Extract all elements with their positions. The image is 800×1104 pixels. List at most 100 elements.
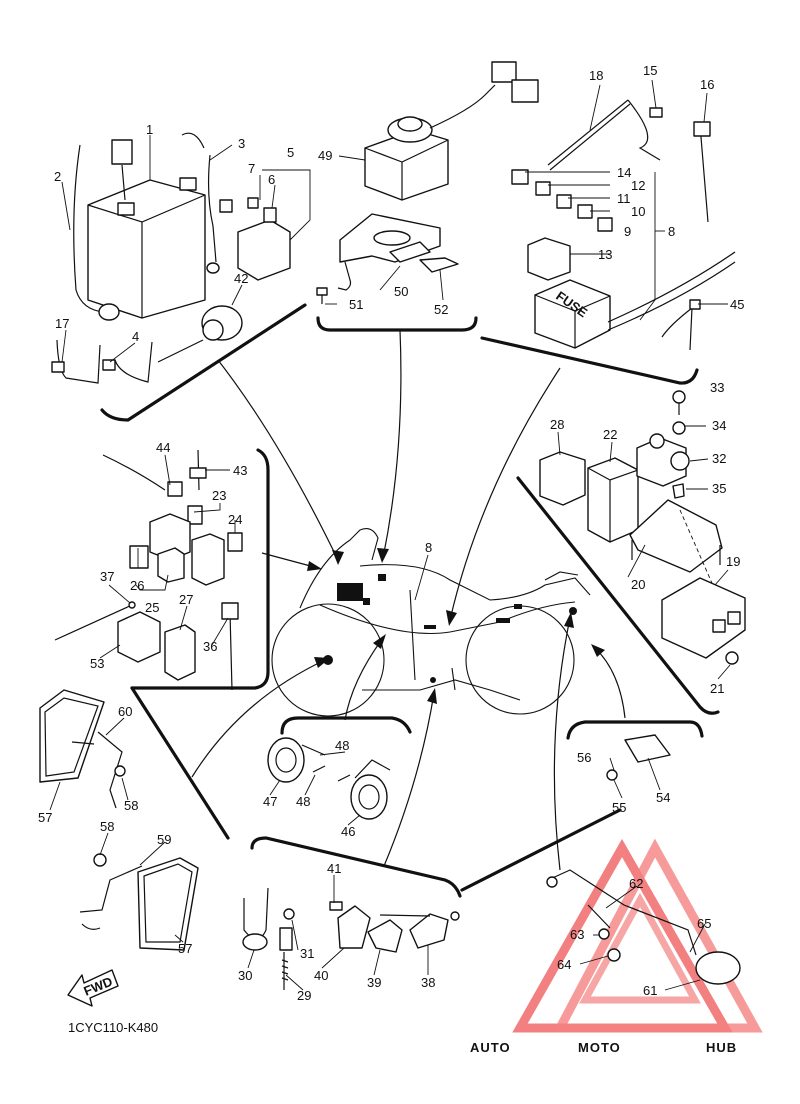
callout-35: 35: [712, 481, 726, 496]
callout-34: 34: [712, 418, 726, 433]
callout-18: 18: [589, 68, 603, 83]
callout-57-lower: 57: [178, 941, 192, 956]
callout-17: 17: [55, 316, 69, 331]
callout-4: 4: [132, 329, 139, 344]
rear-reflector-group: [546, 734, 741, 985]
section-bracket-bottom-center: [250, 836, 462, 898]
callout-39: 39: [367, 975, 381, 990]
leader-lines: [49, 79, 731, 991]
callout-19: 19: [726, 554, 740, 569]
callout-22: 22: [603, 427, 617, 442]
fwd-arrow-icon: FWD: [67, 969, 119, 1007]
callout-65: 65: [697, 916, 711, 931]
callout-23: 23: [212, 488, 226, 503]
callout-56: 56: [577, 750, 591, 765]
callout-59: 59: [157, 832, 171, 847]
callout-38: 38: [421, 975, 435, 990]
callout-54: 54: [656, 790, 670, 805]
callout-13: 13: [598, 247, 612, 262]
callout-33: 33: [710, 380, 724, 395]
callout-30: 30: [238, 968, 252, 983]
callout-57-upper: 57: [38, 810, 52, 825]
section-bracket-reflector: [566, 720, 704, 740]
callout-45: 45: [730, 297, 744, 312]
callout-62: 62: [629, 876, 643, 891]
callout-24: 24: [228, 512, 242, 527]
callout-5: 5: [287, 145, 294, 160]
callout-12: 12: [631, 178, 645, 193]
callout-32: 32: [712, 451, 726, 466]
callout-6: 6: [268, 172, 275, 187]
callout-64: 64: [557, 957, 571, 972]
diagram-code: 1CYC110-K480: [68, 1020, 158, 1035]
relay-group: [54, 449, 243, 691]
callout-8-top: 8: [668, 224, 675, 239]
switch-group: [242, 887, 460, 990]
regulator-group: [539, 390, 746, 665]
callout-1: 1: [146, 122, 153, 137]
watermark-logo: [512, 838, 763, 1033]
section-bracket-mid-right: [516, 476, 720, 715]
callout-15: 15: [643, 63, 657, 78]
callout-11: 11: [617, 191, 631, 206]
callout-27: 27: [179, 592, 193, 607]
callout-9: 9: [624, 224, 631, 239]
callout-58-lower: 58: [100, 819, 114, 834]
battery-group: [51, 132, 291, 384]
callout-40: 40: [314, 968, 328, 983]
callout-25: 25: [145, 600, 159, 615]
callout-37: 37: [100, 569, 114, 584]
fuse-group: FUSE: [511, 99, 736, 351]
callout-29: 29: [297, 988, 311, 1003]
callout-42: 42: [234, 271, 248, 286]
callout-14: 14: [617, 165, 631, 180]
section-bracket-mid-left: [130, 448, 270, 690]
callout-55: 55: [612, 800, 626, 815]
callout-26: 26: [130, 578, 144, 593]
callout-21: 21: [710, 681, 724, 696]
callout-51: 51: [349, 297, 363, 312]
callout-46: 46: [341, 824, 355, 839]
callout-31: 31: [300, 946, 314, 961]
callout-43: 43: [233, 463, 247, 478]
callout-61: 61: [643, 983, 657, 998]
callout-36: 36: [203, 639, 217, 654]
callout-52: 52: [434, 302, 448, 317]
section-bracket-horn: [280, 716, 412, 735]
section-bracket-top-left: [100, 303, 307, 422]
callout-53: 53: [90, 656, 104, 671]
watermark-hub: HUB: [706, 1040, 737, 1055]
section-bracket-lower-left: [130, 686, 230, 840]
callout-60: 60: [118, 704, 132, 719]
callout-8-bike: 8: [425, 540, 432, 555]
callout-47: 47: [263, 794, 277, 809]
callout-3: 3: [238, 136, 245, 151]
callout-labels: 1 2 3 5 7 6 42 17 4 49 50 51 52 18 15 16…: [38, 63, 744, 1003]
motorcycle-outline: [271, 528, 591, 717]
section-bracket-top-center: [316, 316, 478, 332]
watermark-text: AUTO MOTO HUB: [470, 1040, 737, 1055]
watermark-auto: AUTO: [470, 1040, 511, 1055]
horn-group: [267, 737, 391, 820]
callout-48-top: 48: [335, 738, 349, 753]
ignition-group: [316, 61, 539, 304]
callout-48-bottom: 48: [296, 794, 310, 809]
callout-58-upper: 58: [124, 798, 138, 813]
section-bracket-bottom-right: [460, 808, 622, 892]
callout-10: 10: [631, 204, 645, 219]
watermark-moto: MOTO: [578, 1040, 621, 1055]
callout-16: 16: [700, 77, 714, 92]
callout-20: 20: [631, 577, 645, 592]
callout-2: 2: [54, 169, 61, 184]
callout-7: 7: [248, 161, 255, 176]
callout-28: 28: [550, 417, 564, 432]
callout-50: 50: [394, 284, 408, 299]
pointer-arrows: [191, 329, 626, 871]
callout-41: 41: [327, 861, 341, 876]
section-bracket-top-right: [480, 336, 699, 385]
reflector-group-left: [39, 689, 199, 951]
callout-49: 49: [318, 148, 332, 163]
callout-63: 63: [570, 927, 584, 942]
callout-44: 44: [156, 440, 170, 455]
